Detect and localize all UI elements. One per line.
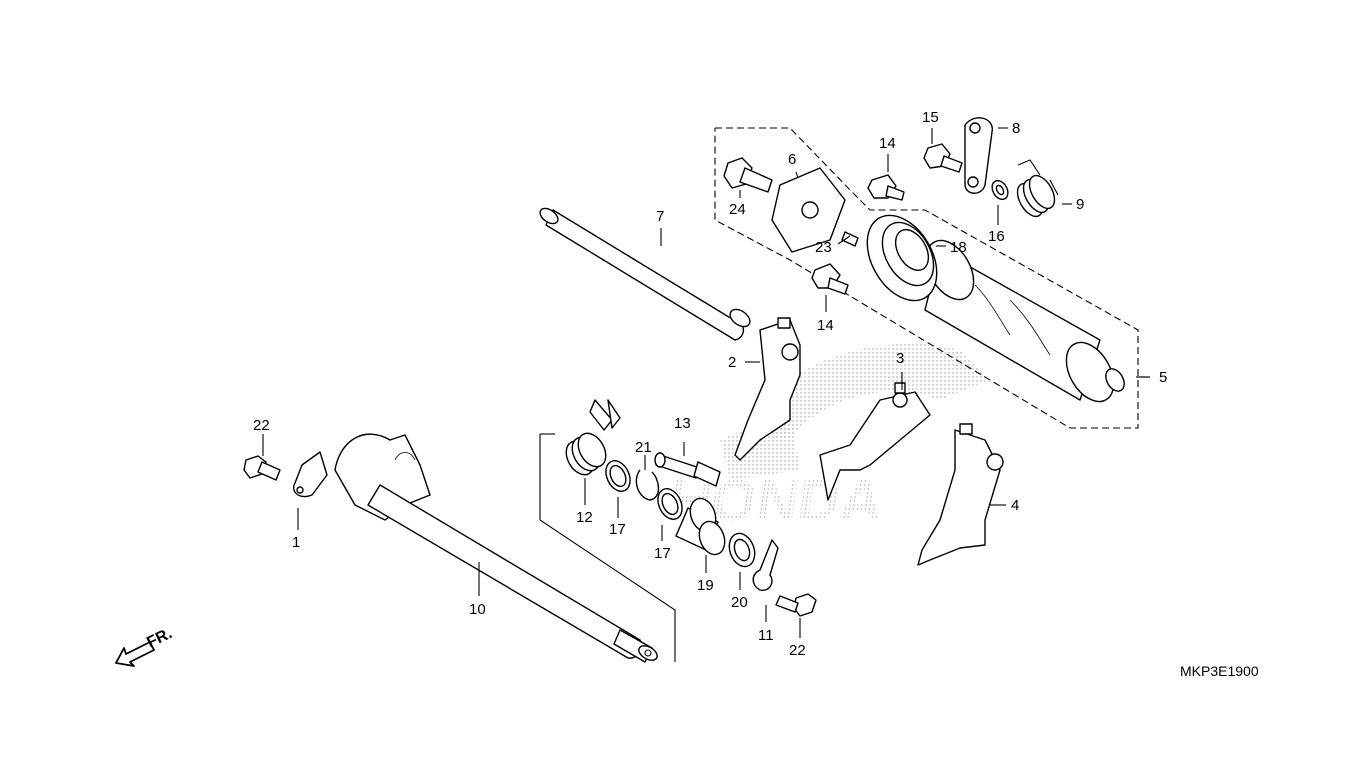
callout-12: 12 — [576, 509, 593, 526]
callout-21: 21 — [635, 439, 652, 456]
callouts: 1 2 3 4 5 6 7 8 9 10 11 12 13 14 14 15 1… — [253, 109, 1167, 659]
shift-drum — [924, 239, 1125, 403]
callout-11: 11 — [758, 627, 774, 644]
stopper-plate — [293, 451, 328, 498]
callout-14b: 14 — [817, 317, 834, 334]
callout-17a: 17 — [609, 521, 626, 538]
shift-fork-4 — [917, 423, 1004, 566]
drum-center — [771, 167, 846, 253]
honda-watermark: HONDA — [665, 343, 990, 533]
callout-18: 18 — [950, 239, 967, 256]
callout-8: 8 — [1012, 120, 1020, 137]
needle-bearing — [675, 497, 726, 556]
washer-16 — [991, 179, 1009, 201]
bolt-22-right — [775, 593, 817, 617]
shift-fork-3 — [819, 382, 931, 501]
callout-6: 6 — [788, 151, 796, 168]
callout-5: 5 — [1159, 369, 1167, 386]
washer-17a — [605, 460, 631, 492]
callout-17b: 17 — [654, 545, 671, 562]
bolt-14-lower — [811, 263, 849, 295]
fork-shaft — [539, 207, 751, 341]
pin-13 — [654, 452, 721, 487]
front-arrow-icon — [115, 641, 155, 667]
callout-3: 3 — [896, 350, 904, 367]
callout-15: 15 — [922, 109, 939, 126]
spindle-group-boundary — [539, 434, 676, 662]
bolt-14-upper — [867, 174, 905, 201]
collar-plate — [752, 539, 779, 591]
shift-fork-2 — [734, 317, 801, 461]
return-spring — [565, 399, 621, 476]
front-label: FR. — [144, 625, 175, 652]
callout-16: 16 — [988, 228, 1005, 245]
callout-4: 4 — [1011, 497, 1019, 514]
callout-22b: 22 — [789, 642, 806, 659]
snap-ring — [635, 469, 660, 501]
bolt-15 — [923, 143, 963, 173]
bolt-22-left — [243, 455, 281, 481]
callout-10: 10 — [469, 601, 486, 618]
callout-23: 23 — [815, 239, 832, 256]
drum-group-boundary — [714, 127, 1139, 429]
front-arrow: FR. — [115, 625, 175, 667]
callout-9: 9 — [1076, 196, 1084, 213]
callout-13: 13 — [674, 415, 691, 432]
callout-22a: 22 — [253, 417, 270, 434]
callout-20: 20 — [731, 594, 748, 611]
washer-17b — [657, 488, 683, 520]
bolt-24 — [723, 157, 773, 193]
bearing-18 — [866, 214, 938, 302]
stopper-arm — [964, 117, 993, 194]
oil-seal — [728, 532, 756, 568]
callout-7: 7 — [656, 208, 664, 225]
leader-lines — [262, 127, 1150, 638]
dowel-pin — [841, 231, 859, 247]
diagram-code: MKP3E1900 — [1180, 663, 1259, 679]
callout-2: 2 — [728, 354, 736, 371]
callout-24: 24 — [729, 201, 746, 218]
callout-1: 1 — [292, 534, 300, 551]
callout-14a: 14 — [879, 135, 896, 152]
stopper-spring — [1016, 159, 1059, 218]
callout-19: 19 — [697, 577, 714, 594]
shift-spindle — [334, 433, 658, 663]
